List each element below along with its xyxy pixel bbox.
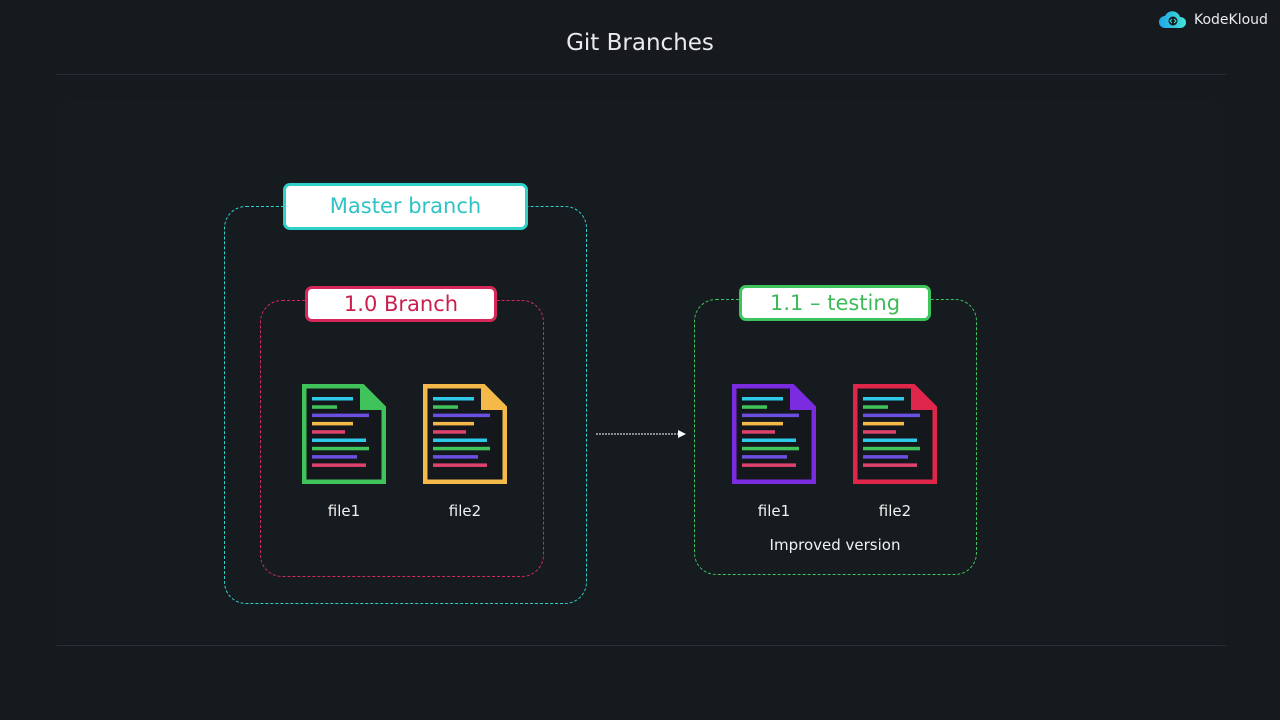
file-icon [731,383,817,485]
file-icon-group: file2 [422,383,508,520]
diagram-panel [56,100,1224,642]
logo-text: KodeKloud [1194,12,1268,28]
file-name: file1 [327,502,361,520]
kodekloud-logo: KodeKloud [1158,10,1268,30]
branch-1-0-label: 1.0 Branch [305,286,497,322]
file-name: file2 [878,502,912,520]
file-icon-group: file1 [731,383,817,520]
file-name: file1 [757,502,791,520]
divider [56,74,1226,75]
improved-version-caption: Improved version [769,536,901,554]
file-icon-group: file1 [301,383,387,520]
file-icon-group: file2 [852,383,938,520]
divider [56,645,1226,646]
page-title: Git Branches [566,30,714,56]
file-icon [301,383,387,485]
file-icon [852,383,938,485]
cloud-icon [1159,11,1187,28]
arrow-icon [596,430,686,438]
file-icon [422,383,508,485]
file-name: file2 [448,502,482,520]
master-branch-label: Master branch [283,183,528,230]
branch-1-1-label: 1.1 – testing [739,285,931,321]
